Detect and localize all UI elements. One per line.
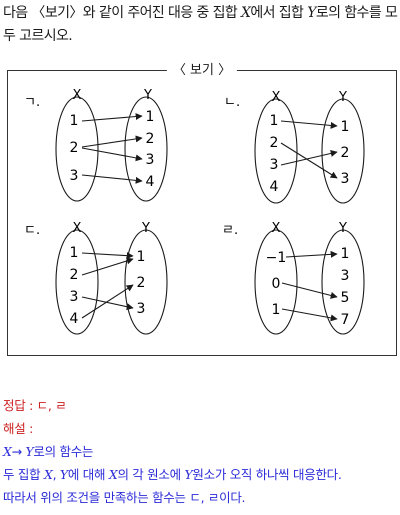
x-element: 1	[70, 113, 79, 129]
y-element: 1	[137, 249, 146, 265]
x-element: 3	[270, 157, 279, 173]
mapping-arrow	[81, 147, 143, 162]
diagram-c: ㄷ. X Y 1 2 3 4 1 2 3	[24, 221, 168, 335]
mapping-arrow	[281, 308, 338, 322]
set-x-ellipse	[55, 96, 99, 202]
set-y-header: Y	[338, 221, 347, 236]
question-text: 다음 〈보기〉와 같이 주어진 대응 중 집합 X에서 집합 Y로의 함수를 모…	[3, 5, 398, 44]
x-element: 0	[272, 276, 281, 292]
set-y-ellipse	[124, 229, 168, 335]
set-y-ellipse	[321, 229, 365, 335]
diagram-b: ㄴ. X Y 1 2 3 4 1 2 3	[224, 90, 365, 204]
set-y-header: Y	[338, 90, 347, 105]
mapping-arrow	[81, 296, 134, 311]
set-x-ellipse	[254, 98, 298, 204]
mapping-arrow	[280, 142, 338, 179]
set-y-ellipse	[124, 96, 168, 202]
mapping-arrow	[280, 150, 338, 166]
explanation-line-1: X→ Y로의 함수는	[3, 444, 94, 459]
y-element: 2	[341, 145, 350, 161]
diagram-d: ㄹ. X Y −1 0 1 1 3 5 7	[222, 221, 365, 335]
bogi-title: 〈 보기 〉	[166, 62, 238, 79]
explanation-line-2: 두 집합 X, Y에 대해 X의 각 원소에 Y원소가 오직 하나씩 대응한다.	[3, 467, 342, 482]
set-y-header: Y	[141, 221, 150, 236]
answer-line: 정답 : ㄷ, ㄹ	[3, 398, 67, 413]
mapping-arrow	[281, 282, 338, 299]
y-element: 4	[146, 174, 155, 190]
x-element: 2	[270, 135, 279, 151]
x-element: 1	[272, 302, 281, 318]
set-x-header: X	[272, 90, 281, 105]
set-x-header: X	[272, 221, 281, 236]
y-element: 2	[137, 275, 146, 291]
mapping-arrow	[81, 284, 134, 319]
y-element: 2	[146, 131, 155, 147]
mapping-arrow	[81, 174, 143, 184]
x-element: 4	[270, 179, 279, 195]
x-element: 4	[70, 311, 79, 327]
explanation-label: 해설 :	[3, 421, 33, 436]
y-element: 5	[341, 290, 350, 306]
bogi-box: 〈 보기 〉	[7, 62, 397, 356]
set-x-ellipse	[55, 229, 99, 335]
y-element: 3	[137, 301, 146, 317]
mapping-arrow	[81, 257, 134, 276]
y-element: 3	[146, 152, 155, 168]
y-element: 1	[341, 119, 350, 135]
y-element: 1	[341, 246, 350, 262]
diagram-b-label: ㄴ.	[224, 95, 240, 110]
diagram-d-label: ㄹ.	[222, 223, 238, 238]
x-element: 1	[270, 113, 279, 129]
x-element: 3	[70, 168, 79, 184]
diagram-c-label: ㄷ.	[24, 223, 40, 238]
x-element: 1	[70, 245, 79, 261]
set-x-header: X	[73, 88, 82, 103]
mapping-arrow	[280, 120, 338, 129]
set-x-ellipse	[254, 229, 298, 335]
y-element: 3	[341, 268, 350, 284]
explanation-line-3: 따라서 위의 조건을 만족하는 함수는 ㄷ, ㄹ이다.	[3, 490, 246, 505]
set-y-ellipse	[321, 98, 365, 204]
y-element: 1	[146, 109, 155, 125]
y-element: 7	[341, 312, 350, 328]
set-x-header: X	[73, 221, 82, 236]
set-y-header: Y	[143, 88, 152, 103]
x-element: −1	[266, 250, 287, 266]
x-element: 2	[70, 140, 79, 156]
mapping-arrow	[81, 135, 143, 148]
mapping-arrow	[81, 113, 143, 122]
mapping-arrow	[285, 250, 338, 258]
y-element: 3	[341, 171, 350, 187]
diagram-a: ㄱ. X Y 1 2 3 1 2 3 4	[24, 88, 168, 202]
mapping-arrow	[81, 252, 134, 260]
diagram-a-label: ㄱ.	[24, 95, 40, 110]
x-element: 2	[70, 267, 79, 283]
x-element: 3	[70, 289, 79, 305]
